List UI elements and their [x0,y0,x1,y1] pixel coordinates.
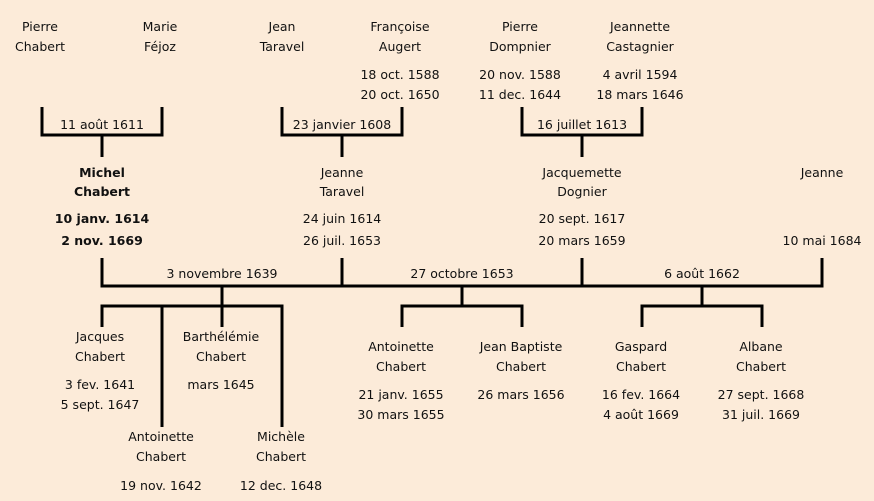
person-first-name: Jean Baptiste [479,339,563,354]
death-date: 4 août 1669 [603,407,679,422]
person-last-name: Dompnier [489,39,551,54]
person-last-name: Féjoz [144,39,176,54]
person-first-name: Jeannette [609,19,671,34]
person-first-name: Gaspard [614,339,668,354]
person-last-name: Taravel [259,39,305,54]
birth-date: 21 janv. 1655 [358,387,444,402]
person-first-name: Barthélémie [182,329,260,344]
person-last-name: Castagnier [606,39,674,54]
person-last-name: Dognier [557,184,607,199]
marriage-date: 27 octobre 1653 [410,266,514,281]
death-date: 26 juil. 1653 [303,233,381,248]
person-first-name: Michèle [257,429,305,444]
death-date: 2 nov. 1669 [61,233,143,248]
person-last-name: Chabert [196,349,246,364]
person-last-name: Taravel [319,184,365,199]
marriage-date: 23 janvier 1608 [292,117,392,132]
person-first-name: Jacques [75,329,125,344]
birth-date: 4 avril 1594 [602,67,678,82]
person-last-name: Chabert [616,359,666,374]
death-date: 20 mars 1659 [538,233,626,248]
person-last-name: Chabert [73,184,131,199]
birth-date: 20 nov. 1588 [479,67,561,82]
person-first-name: Michel [79,165,125,180]
death-date: 30 mars 1655 [357,407,445,422]
birth-date: 10 janv. 1614 [54,211,150,226]
person-last-name: Chabert [15,39,65,54]
birth-date: 24 juin 1614 [302,211,382,226]
birth-date: 26 mars 1656 [477,387,565,402]
person-last-name: Chabert [75,349,125,364]
person-first-name: Jacquemette [542,165,622,180]
death-date: 5 sept. 1647 [60,397,140,412]
death-date: 18 mars 1646 [596,87,684,102]
birth-date: 16 fev. 1664 [601,387,681,402]
person-first-name: Antoinette [368,339,434,354]
person-first-name: Jeanne [320,165,364,180]
birth-date: 27 sept. 1668 [717,387,805,402]
birth-date: 20 sept. 1617 [538,211,626,226]
birth-date: 18 oct. 1588 [360,67,440,82]
death-date: 10 mai 1684 [782,233,862,248]
person-last-name: Augert [378,39,422,54]
marriage-date: 3 novembre 1639 [166,266,278,281]
birth-date: 19 nov. 1642 [120,478,202,493]
person-first-name: Marie [142,19,178,34]
person-last-name: Chabert [496,359,546,374]
person-first-name: Françoise [370,19,430,34]
marriage-date: 16 juillet 1613 [536,117,628,132]
person-first-name: Pierre [502,19,538,34]
person-last-name: Chabert [376,359,426,374]
person-first-name: Pierre [22,19,58,34]
birth-date: 12 dec. 1648 [239,478,323,493]
marriage-date: 11 août 1611 [60,117,144,132]
birth-date: 3 fev. 1641 [64,377,136,392]
marriage-date: 6 août 1662 [664,266,740,281]
person-first-name: Albane [739,339,783,354]
death-date: 20 oct. 1650 [360,87,440,102]
person-first-name: Jean [268,19,296,34]
person-last-name: Chabert [256,449,306,464]
person-first-name: Antoinette [128,429,194,444]
person-last-name: Chabert [136,449,186,464]
person-last-name: Chabert [736,359,786,374]
birth-date: mars 1645 [187,377,255,392]
death-date: 11 dec. 1644 [478,87,562,102]
death-date: 31 juil. 1669 [722,407,800,422]
person-first-name: Jeanne [800,165,844,180]
